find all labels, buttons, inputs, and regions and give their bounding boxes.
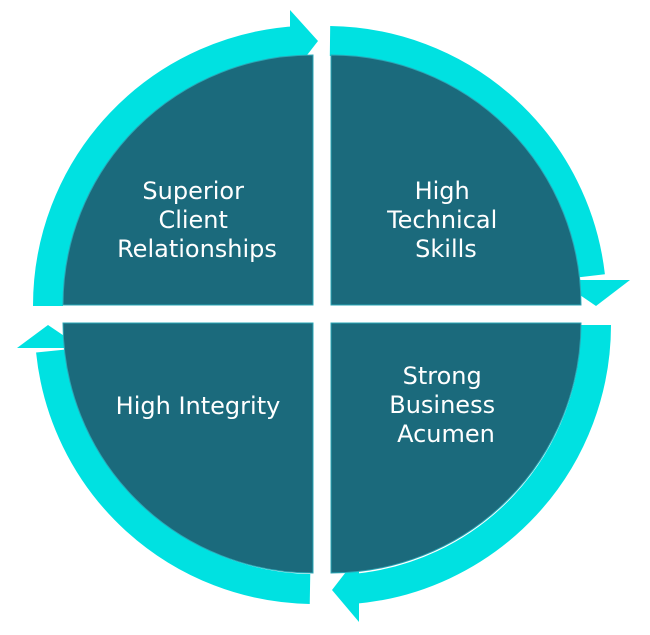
label-line: Skills <box>415 235 477 263</box>
label-line: Relationships <box>117 235 277 263</box>
quadrant-bottom-left <box>62 322 314 574</box>
quadrant-top-right <box>330 54 582 306</box>
label-line: Superior <box>142 177 244 205</box>
label-bottom-right: Strong Business Acumen <box>389 362 502 448</box>
ring-segment-bottom-right <box>350 324 611 604</box>
ring-segment-top-right <box>329 26 605 278</box>
label-line: Technical <box>386 206 497 234</box>
quadrant-bottom-right <box>330 322 582 574</box>
label-bottom-left: High Integrity <box>116 392 281 420</box>
ring-segment-top-left <box>32 26 301 307</box>
label-line: High Integrity <box>116 392 281 420</box>
ring-segment-bottom-left <box>36 349 311 604</box>
quadrant-top-left <box>62 54 314 306</box>
label-line: Acumen <box>397 420 495 448</box>
ring <box>17 10 630 622</box>
label-top-right: High Technical Skills <box>386 177 505 263</box>
label-line: Strong <box>403 362 482 390</box>
label-line: High <box>415 177 470 205</box>
label-line: Business <box>389 391 495 419</box>
label-line: Client <box>158 206 227 234</box>
label-top-left: Superior Client Relationships <box>117 177 277 263</box>
quadrant-labels: Superior Client Relationships High Techn… <box>116 177 505 448</box>
quadrants <box>62 54 582 574</box>
